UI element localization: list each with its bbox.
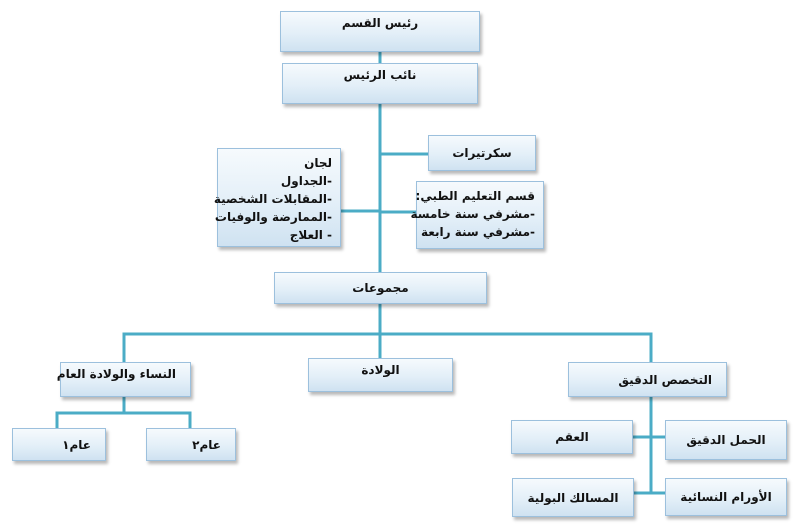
committees-item: -الممارضة والوفيات — [214, 210, 332, 224]
committees-item: -المقابلات الشخصية — [213, 192, 332, 206]
high-risk-pregnancy-box[interactable]: الحمل الدقيق — [665, 420, 787, 460]
year1-box[interactable]: عام١ — [12, 428, 106, 461]
gyn-oncology-label: الأورام النسائية — [680, 490, 772, 504]
urogynecology-box[interactable]: المسالك البولية — [512, 478, 634, 517]
head-of-department-label: رئيس القسم — [341, 16, 419, 30]
committees-box[interactable]: لجان -الجداول -المقابلات الشخصية -الممار… — [213, 148, 341, 247]
medical-education-item: -مشرفي سنة خامسة — [410, 207, 536, 221]
year2-label: عام٢ — [192, 437, 221, 452]
committees-item: - العلاج — [289, 228, 332, 242]
subspecialty-label: التخصص الدقيق — [618, 372, 712, 387]
groups-box[interactable]: مجموعات — [274, 272, 487, 304]
medical-education-title: قسم التعليم الطبي: — [415, 189, 535, 203]
high-risk-pregnancy-label: الحمل الدقيق — [686, 433, 766, 447]
obgyn-general-label: النساء والولادة العام — [56, 367, 176, 381]
infertility-box[interactable]: العقم — [511, 420, 633, 454]
medical-education-box[interactable]: قسم التعليم الطبي: -مشرفي سنة خامسة -مشر… — [411, 181, 544, 249]
urogynecology-label: المسالك البولية — [527, 490, 619, 505]
year1-label: عام١ — [62, 437, 91, 452]
year2-box[interactable]: عام٢ — [146, 428, 236, 461]
committees-item: -الجداول — [280, 174, 332, 188]
secretaries-label: سكرتيرات — [452, 146, 512, 160]
deputy-head-box[interactable]: نائب الرئيس — [282, 63, 478, 104]
subspecialty-box[interactable]: التخصص الدقيق — [568, 362, 727, 397]
deputy-head-label: نائب الرئيس — [343, 68, 417, 82]
medical-education-item: -مشرفي سنة رابعة — [421, 225, 535, 239]
head-of-department-box[interactable]: رئيس القسم — [280, 11, 480, 52]
obstetrics-label: الولادة — [361, 363, 400, 377]
committees-title: لجان — [304, 156, 332, 170]
groups-label: مجموعات — [352, 281, 409, 295]
obgyn-general-box[interactable]: النساء والولادة العام — [56, 362, 191, 397]
secretaries-box[interactable]: سكرتيرات — [428, 135, 536, 171]
infertility-label: العقم — [555, 430, 589, 444]
gyn-oncology-box[interactable]: الأورام النسائية — [665, 478, 787, 516]
obstetrics-box[interactable]: الولادة — [308, 358, 453, 392]
